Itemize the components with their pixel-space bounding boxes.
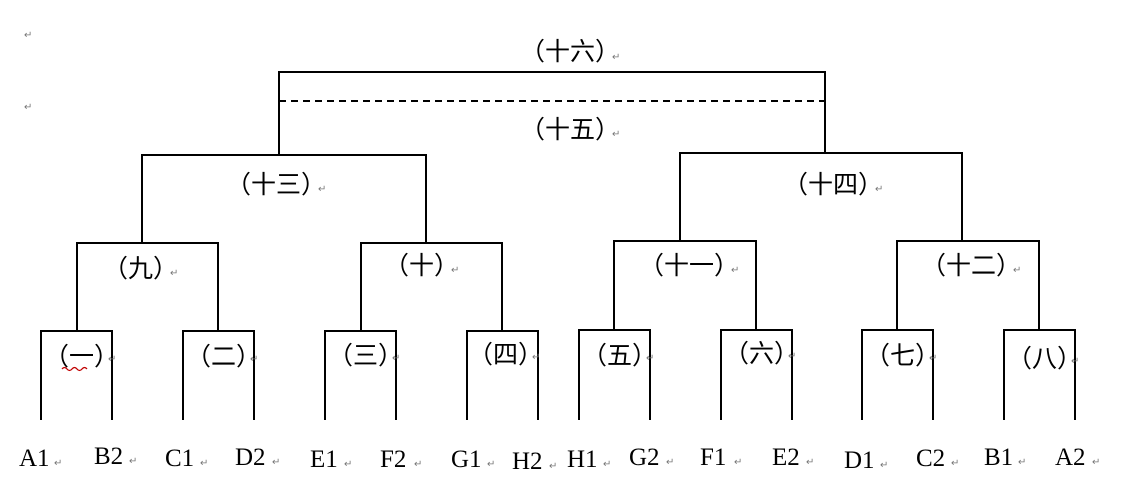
- team-label: C2: [916, 445, 945, 472]
- match-label-8: （八）: [1007, 345, 1082, 373]
- paragraph-mark: ↵: [734, 457, 742, 468]
- match-label-16: （十六）: [520, 38, 620, 66]
- paragraph-mark: ↵: [487, 459, 495, 470]
- paragraph-mark: ↵: [788, 351, 796, 362]
- bracket-match-10: [360, 242, 503, 331]
- paragraph-mark: ↵: [344, 459, 352, 470]
- paragraph-mark: ↵: [1071, 356, 1079, 367]
- paragraph-mark: ↵: [612, 129, 620, 140]
- team-label: B1: [984, 444, 1013, 471]
- match-label-1: （一）: [44, 343, 119, 371]
- team-label: H2: [512, 448, 543, 475]
- match-label-5: （五）: [582, 342, 657, 370]
- match-label-7: （七）: [865, 342, 940, 370]
- paragraph-mark: ↵: [24, 102, 32, 113]
- match-label-2: （二）: [186, 343, 261, 371]
- paragraph-mark: ↵: [272, 457, 280, 468]
- match-label-11: （十一）: [639, 252, 739, 280]
- team-label: A1: [19, 445, 50, 472]
- match-label-13: （十三）: [226, 171, 326, 199]
- match-label-14: （十四）: [783, 171, 883, 199]
- paragraph-mark: ↵: [414, 459, 422, 470]
- team-label: E1: [310, 446, 338, 473]
- paragraph-mark: ↵: [1013, 265, 1021, 276]
- spellcheck-squiggle: [61, 366, 88, 372]
- paragraph-mark: ↵: [929, 353, 937, 364]
- paragraph-mark: ↵: [875, 184, 883, 195]
- team-label: H1: [567, 446, 598, 473]
- bracket-match-11: [613, 240, 757, 330]
- match-label-15: （十五）: [520, 116, 620, 144]
- bracket-match-9: [76, 242, 219, 331]
- paragraph-mark: ↵: [646, 353, 654, 364]
- paragraph-mark: ↵: [603, 459, 611, 470]
- paragraph-mark: ↵: [108, 354, 116, 365]
- bracket-match-16: [278, 71, 826, 155]
- team-label: G2: [629, 444, 660, 471]
- team-label: F2: [380, 446, 406, 473]
- paragraph-mark: ↵: [806, 457, 814, 468]
- paragraph-mark: ↵: [451, 265, 459, 276]
- team-label: C1: [165, 445, 194, 472]
- paragraph-mark: ↵: [54, 458, 62, 469]
- paragraph-mark: ↵: [666, 457, 674, 468]
- match-label-3: （三）: [328, 342, 403, 370]
- paragraph-mark: ↵: [129, 456, 137, 467]
- paragraph-mark: ↵: [318, 184, 326, 195]
- paragraph-mark: ↵: [532, 352, 540, 363]
- paragraph-mark: ↵: [880, 460, 888, 471]
- team-label: F1: [700, 444, 726, 471]
- match-label-10: （十）: [384, 252, 459, 280]
- paragraph-mark: ↵: [392, 353, 400, 364]
- paragraph-mark: ↵: [731, 265, 739, 276]
- paragraph-mark: ↵: [549, 461, 557, 472]
- team-label: E2: [772, 444, 800, 471]
- paragraph-mark: ↵: [200, 458, 208, 469]
- paragraph-mark: ↵: [24, 30, 32, 41]
- match-label-4: （四）: [468, 341, 543, 369]
- match-label-12: （十二）: [921, 252, 1021, 280]
- paragraph-mark: ↵: [250, 354, 258, 365]
- team-label: D1: [844, 447, 875, 474]
- match-label-6: （六）: [724, 340, 799, 368]
- team-label: A2: [1055, 444, 1086, 471]
- bracket-match-13: [141, 154, 427, 243]
- bracket-match-14: [679, 152, 963, 241]
- match-label-9: （九）: [103, 255, 178, 283]
- bracket-match-12: [896, 240, 1040, 330]
- bracket-match-8: [1003, 329, 1076, 420]
- team-label: B2: [94, 443, 123, 470]
- team-label: G1: [451, 446, 482, 473]
- paragraph-mark: ↵: [612, 52, 620, 63]
- paragraph-mark: ↵: [170, 268, 178, 279]
- paragraph-mark: ↵: [1092, 457, 1100, 468]
- team-label: D2: [235, 444, 266, 471]
- paragraph-mark: ↵: [951, 458, 959, 469]
- paragraph-mark: ↵: [1018, 457, 1026, 468]
